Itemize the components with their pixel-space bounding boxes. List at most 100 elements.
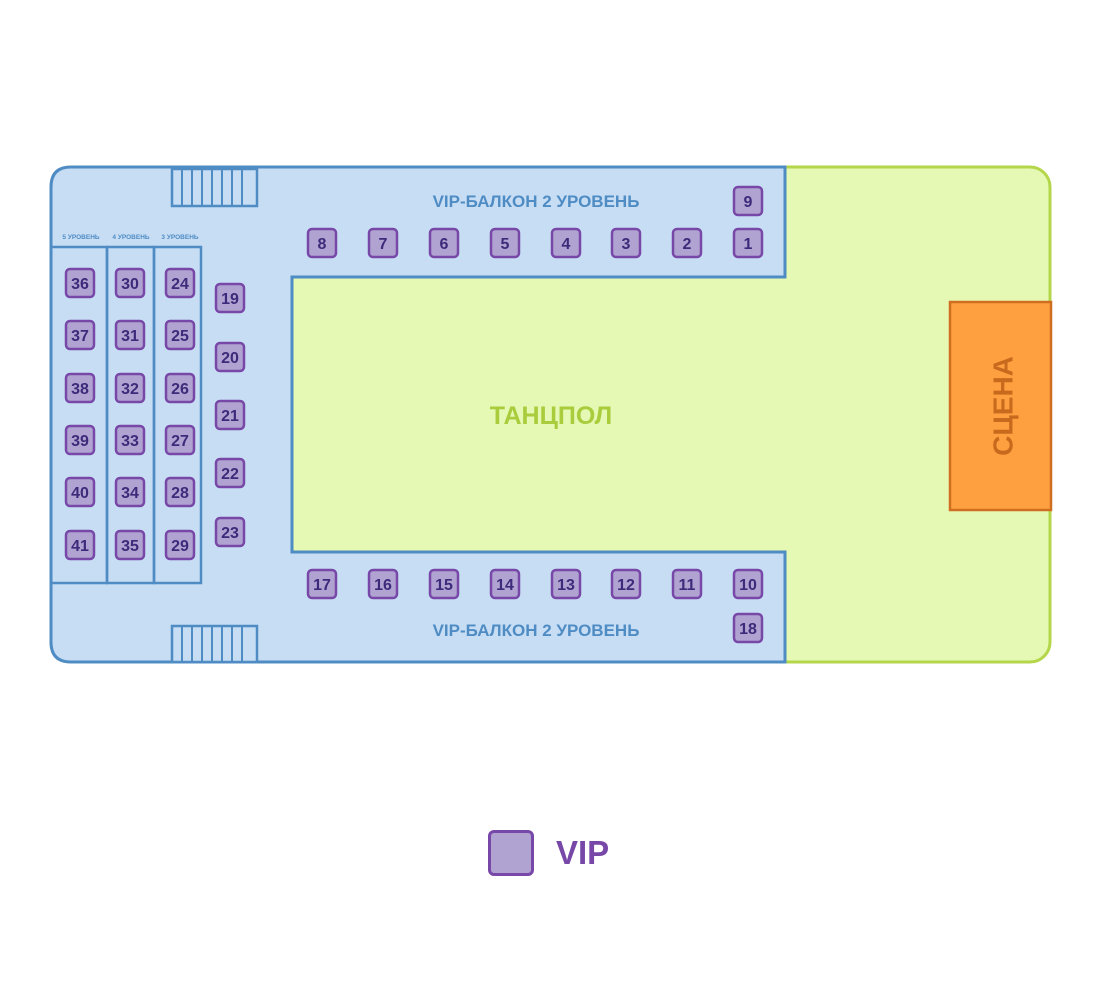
vip-table-box[interactable] (164, 319, 196, 351)
vip-table-20[interactable]: 20 (214, 341, 246, 373)
vip-legend-swatch (488, 830, 534, 876)
vip-table-34[interactable]: 34 (114, 476, 146, 508)
vip-table-box[interactable] (732, 185, 764, 217)
dancefloor-label: ТАНЦПОЛ (490, 402, 612, 430)
vip-table-18[interactable]: 18 (732, 612, 764, 644)
vip-table-36[interactable]: 36 (64, 267, 96, 299)
vip-table-39[interactable]: 39 (64, 424, 96, 456)
vip-table-box[interactable] (64, 319, 96, 351)
vip-table-2[interactable]: 2 (671, 227, 703, 259)
vip-table-number: 22 (221, 466, 239, 483)
vip-table-box[interactable] (64, 267, 96, 299)
vip-table-41[interactable]: 41 (64, 529, 96, 561)
vip-table-box[interactable] (164, 372, 196, 404)
vip-table-box[interactable] (610, 227, 642, 259)
vip-table-box[interactable] (214, 282, 246, 314)
vip-table-box[interactable] (64, 424, 96, 456)
vip-table-21[interactable]: 21 (214, 399, 246, 431)
vip-table-box[interactable] (671, 227, 703, 259)
vip-table-19[interactable]: 19 (214, 282, 246, 314)
vip-table-10[interactable]: 10 (732, 568, 764, 600)
vip-table-box[interactable] (114, 267, 146, 299)
vip-table-15[interactable]: 15 (428, 568, 460, 600)
vip-table-40[interactable]: 40 (64, 476, 96, 508)
vip-table-number: 19 (221, 291, 239, 308)
vip-table-box[interactable] (367, 568, 399, 600)
vip-table-13[interactable]: 13 (550, 568, 582, 600)
vip-table-12[interactable]: 12 (610, 568, 642, 600)
vip-table-9[interactable]: 9 (732, 185, 764, 217)
vip-table-28[interactable]: 28 (164, 476, 196, 508)
vip-table-box[interactable] (671, 568, 703, 600)
vip-table-box[interactable] (214, 399, 246, 431)
vip-table-box[interactable] (114, 319, 146, 351)
vip-legend-label: VIP (556, 834, 610, 871)
vip-table-box[interactable] (214, 516, 246, 548)
vip-table-number: 28 (171, 485, 189, 502)
vip-table-30[interactable]: 30 (114, 267, 146, 299)
vip-table-box[interactable] (164, 267, 196, 299)
vip-table-6[interactable]: 6 (428, 227, 460, 259)
balcony-bottom-label: VIP-БАЛКОН 2 УРОВЕНЬ (433, 621, 640, 640)
vip-table-box[interactable] (114, 476, 146, 508)
vip-table-box[interactable] (489, 227, 521, 259)
vip-table-box[interactable] (164, 424, 196, 456)
vip-table-box[interactable] (489, 568, 521, 600)
vip-table-box[interactable] (428, 568, 460, 600)
vip-table-11[interactable]: 11 (671, 568, 703, 600)
vip-table-box[interactable] (367, 227, 399, 259)
vip-table-box[interactable] (550, 227, 582, 259)
vip-table-26[interactable]: 26 (164, 372, 196, 404)
vip-table-32[interactable]: 32 (114, 372, 146, 404)
vip-table-number: 13 (557, 577, 575, 594)
vip-table-24[interactable]: 24 (164, 267, 196, 299)
vip-table-box[interactable] (64, 476, 96, 508)
vip-table-35[interactable]: 35 (114, 529, 146, 561)
vip-table-4[interactable]: 4 (550, 227, 582, 259)
vip-table-1[interactable]: 1 (732, 227, 764, 259)
vip-table-box[interactable] (64, 372, 96, 404)
vip-table-7[interactable]: 7 (367, 227, 399, 259)
vip-table-8[interactable]: 8 (306, 227, 338, 259)
vip-table-29[interactable]: 29 (164, 529, 196, 561)
stage-label: СЦЕНА (988, 356, 1019, 456)
vip-table-box[interactable] (114, 424, 146, 456)
vip-table-31[interactable]: 31 (114, 319, 146, 351)
vip-table-box[interactable] (306, 568, 338, 600)
vip-table-box[interactable] (306, 227, 338, 259)
vip-table-box[interactable] (214, 457, 246, 489)
vip-table-box[interactable] (164, 529, 196, 561)
balcony-top-label: VIP-БАЛКОН 2 УРОВЕНЬ (433, 192, 640, 211)
vip-table-number: 29 (171, 538, 189, 555)
vip-table-33[interactable]: 33 (114, 424, 146, 456)
level-3-box (152, 245, 203, 585)
vip-table-number: 39 (71, 433, 89, 450)
vip-table-17[interactable]: 17 (306, 568, 338, 600)
vip-table-5[interactable]: 5 (489, 227, 521, 259)
vip-table-37[interactable]: 37 (64, 319, 96, 351)
vip-table-box[interactable] (428, 227, 460, 259)
vip-table-box[interactable] (732, 568, 764, 600)
vip-table-16[interactable]: 16 (367, 568, 399, 600)
vip-table-22[interactable]: 22 (214, 457, 246, 489)
vip-table-number: 12 (617, 577, 635, 594)
vip-table-box[interactable] (732, 227, 764, 259)
vip-table-box[interactable] (114, 529, 146, 561)
vip-table-box[interactable] (550, 568, 582, 600)
vip-table-38[interactable]: 38 (64, 372, 96, 404)
vip-table-number: 18 (739, 621, 757, 638)
vip-table-box[interactable] (64, 529, 96, 561)
vip-table-box[interactable] (114, 372, 146, 404)
vip-table-box[interactable] (214, 341, 246, 373)
vip-table-box[interactable] (610, 568, 642, 600)
vip-table-23[interactable]: 23 (214, 516, 246, 548)
vip-table-number: 1 (744, 236, 753, 253)
vip-table-25[interactable]: 25 (164, 319, 196, 351)
vip-table-number: 27 (171, 433, 189, 450)
vip-table-box[interactable] (732, 612, 764, 644)
vip-table-27[interactable]: 27 (164, 424, 196, 456)
vip-table-box[interactable] (164, 476, 196, 508)
vip-table-14[interactable]: 14 (489, 568, 521, 600)
vip-table-3[interactable]: 3 (610, 227, 642, 259)
